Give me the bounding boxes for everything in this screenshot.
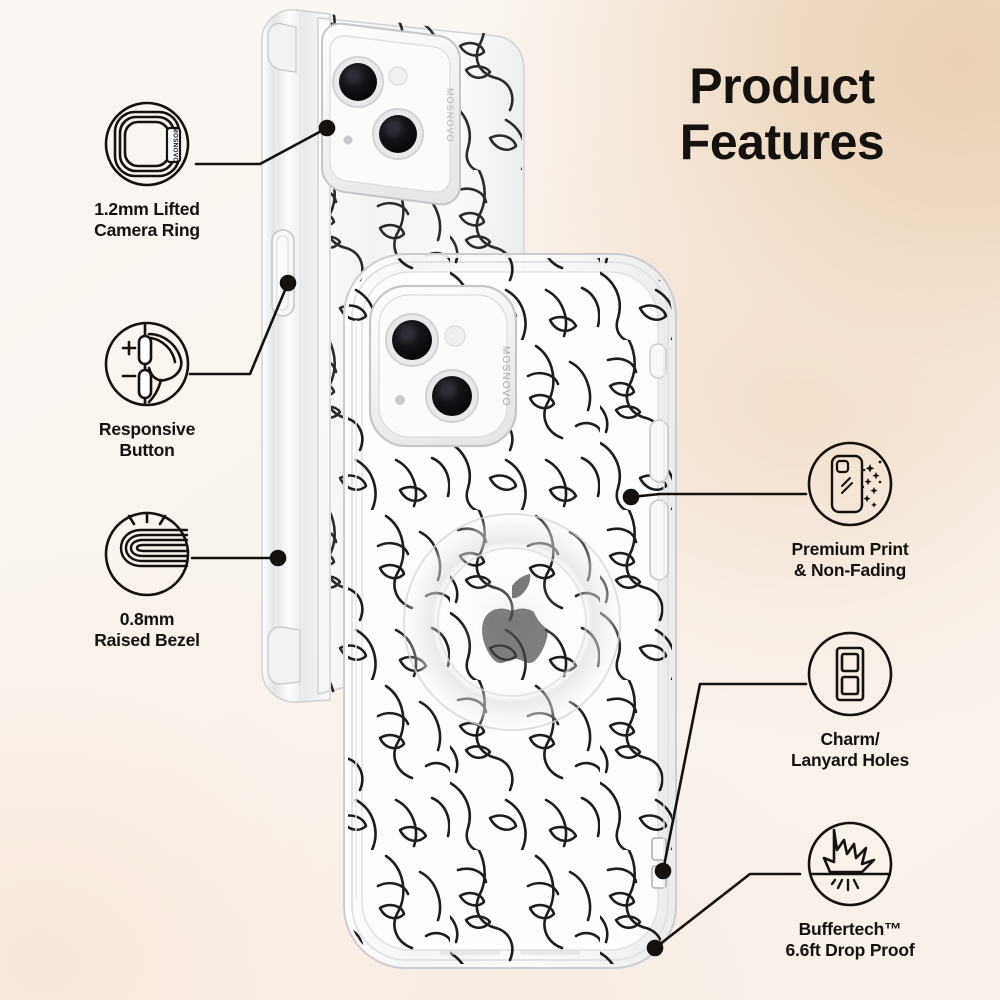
camera-ring-icon: MOSNOVO — [101, 98, 193, 190]
feature-caption: 1.2mm Lifted Camera Ring — [94, 199, 200, 241]
page-title: Product Features — [612, 58, 952, 170]
feature-charm-lanyard-holes: Charm/ Lanyard Holes — [745, 628, 955, 772]
feature-buffertech-drop-proof: Buffertech™ 6.6ft Drop Proof — [745, 818, 955, 962]
premium-print-icon — [804, 438, 896, 530]
page-title-line1: Product — [689, 58, 875, 114]
feature-raised-bezel: 0.8mm Raised Bezel — [42, 508, 252, 652]
brand-text-front: MOSNOVO — [500, 346, 511, 407]
feature-lifted-camera-ring: MOSNOVO 1.2mm Lifted Camera Ring — [42, 98, 252, 242]
bottom-grille — [440, 950, 580, 955]
page-title-line2: Features — [679, 114, 885, 170]
feature-caption: 0.8mm Raised Bezel — [94, 609, 200, 651]
drop-proof-icon — [804, 818, 896, 910]
feature-caption: Charm/ Lanyard Holes — [791, 729, 909, 771]
feature-responsive-button: Responsive Button — [42, 318, 252, 462]
lanyard-holes-icon — [804, 628, 896, 720]
icon-brand-text: MOSNOVO — [172, 127, 179, 162]
front-camera-module: MOSNOVO — [368, 284, 518, 448]
feature-premium-print: Premium Print & Non-Fading — [745, 438, 955, 582]
front-phone-case: MOSNOVO — [343, 253, 677, 969]
feature-caption: Buffertech™ 6.6ft Drop Proof — [785, 919, 915, 961]
responsive-button-icon — [101, 318, 193, 410]
raised-bezel-icon — [101, 508, 193, 600]
sparkle-stars — [861, 460, 882, 508]
brand-text-back: MOSNOVO — [445, 88, 455, 143]
feature-caption: Premium Print & Non-Fading — [791, 539, 909, 581]
feature-caption: Responsive Button — [98, 419, 196, 461]
apple-logo — [458, 568, 566, 676]
back-camera-module: MOSNOVO — [321, 22, 461, 206]
